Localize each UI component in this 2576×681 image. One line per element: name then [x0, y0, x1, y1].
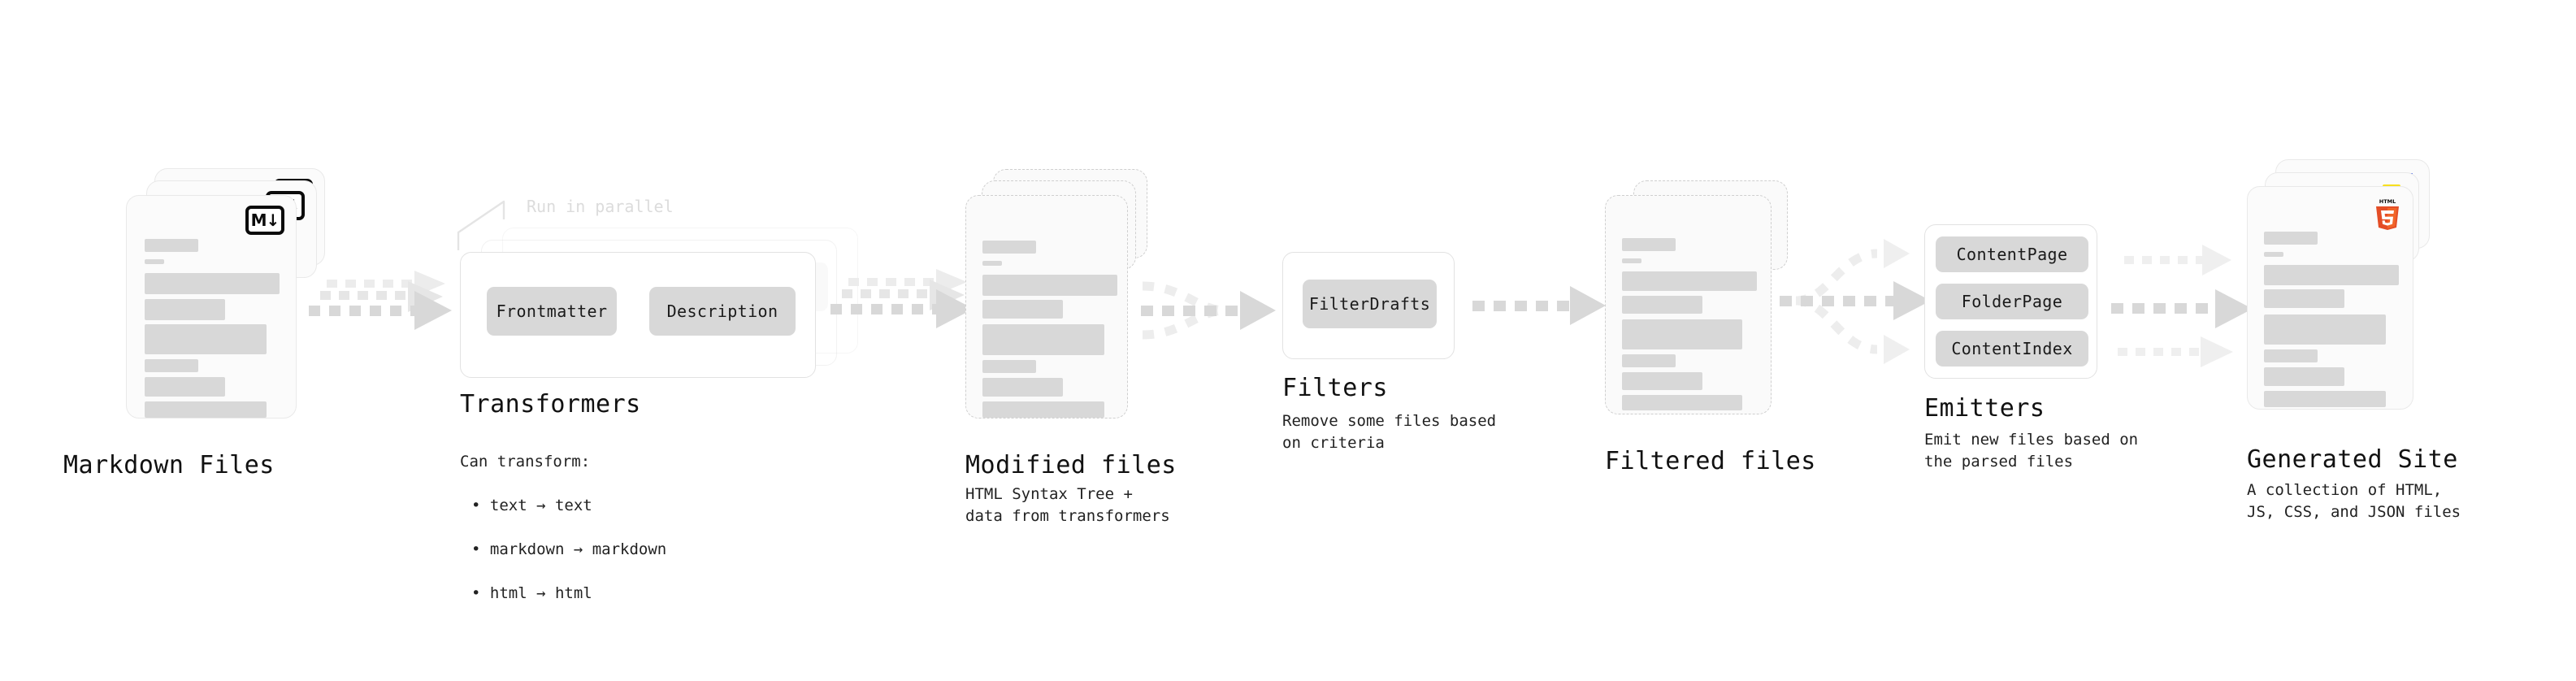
emitters-title: Emitters [1924, 394, 2045, 423]
doc-line [145, 239, 198, 252]
html5-icon: HTML [2374, 197, 2401, 231]
doc-line [145, 377, 225, 397]
modified-file-card-front[interactable] [965, 195, 1128, 419]
modified-files-subtitle: HTML Syntax Tree + data from transformer… [965, 485, 1170, 525]
markdown-files-title: Markdown Files [63, 451, 275, 479]
doc-line [982, 378, 1063, 397]
doc-line [1622, 238, 1676, 251]
emitter-chip-contentindex[interactable]: ContentIndex [1936, 331, 2088, 367]
doc-line [145, 259, 164, 264]
filters-title: Filters [1282, 374, 1388, 402]
run-in-parallel-bracket [457, 200, 505, 250]
doc-line [2264, 232, 2318, 245]
emitters-box[interactable]: ContentPage FolderPage ContentIndex [1924, 224, 2097, 379]
filtered-files-title: Filtered files [1605, 447, 1816, 475]
emitter-chip-contentpage[interactable]: ContentPage [1936, 236, 2088, 272]
doc-line [982, 275, 1117, 296]
doc-line [2264, 314, 2386, 345]
doc-line [982, 401, 1104, 418]
doc-line [145, 359, 198, 372]
doc-line [145, 401, 267, 418]
connector-modified-to-filters [1141, 281, 1276, 340]
transformers-subtitle-item: • html → html [471, 584, 592, 602]
connector-transformers-to-modified [830, 269, 974, 328]
doc-line [982, 360, 1036, 373]
modified-files-title: Modified files [965, 451, 1177, 479]
transformer-box-front[interactable]: Frontmatter Description [460, 252, 816, 378]
doc-line [1622, 296, 1702, 314]
filter-chip-filterdrafts[interactable]: FilterDrafts [1303, 280, 1437, 328]
connector-md-to-transformers [309, 271, 452, 330]
doc-line [2264, 367, 2344, 386]
connector-emitters-to-site [2111, 245, 2253, 367]
markdown-file-card-front[interactable]: M↓ [126, 195, 297, 419]
transformer-chip-description[interactable]: Description [649, 287, 796, 336]
transformers-subtitle-item: • text → text [471, 497, 592, 514]
doc-line [1622, 271, 1757, 291]
transformers-subtitle-intro: Can transform: [460, 453, 591, 471]
emitter-chip-folderpage[interactable]: FolderPage [1936, 284, 2088, 319]
doc-line [1622, 319, 1742, 349]
run-in-parallel-note: Run in parallel [527, 197, 674, 216]
connector-filtered-to-emitters [1780, 239, 1931, 364]
doc-line [1622, 354, 1676, 367]
doc-line [982, 324, 1104, 355]
doc-line [145, 299, 225, 320]
doc-line [2264, 252, 2283, 257]
doc-line [2264, 265, 2399, 285]
doc-line [1622, 372, 1702, 390]
filtered-file-card-front[interactable] [1605, 195, 1772, 414]
doc-line [145, 273, 280, 294]
transformers-title: Transformers [460, 390, 641, 419]
doc-line [982, 241, 1036, 254]
doc-line [1622, 258, 1641, 263]
generated-site-subtitle: A collection of HTML, JS, CSS, and JSON … [2247, 481, 2461, 521]
transformers-subtitle: Can transform: • text → text • markdown … [460, 429, 785, 627]
doc-line [145, 324, 267, 354]
doc-line [1622, 395, 1742, 410]
connector-filters-to-filtered [1472, 286, 1606, 325]
generated-site-title: Generated Site [2247, 445, 2458, 474]
transformers-subtitle-item: • markdown → markdown [471, 540, 667, 558]
filters-box[interactable]: FilterDrafts [1282, 252, 1455, 359]
doc-line [2264, 391, 2386, 407]
doc-line [982, 300, 1063, 319]
filters-subtitle: Remove some files based on criteria [1282, 412, 1497, 452]
generated-site-card-html[interactable]: HTML [2247, 186, 2413, 410]
markdown-icon: M↓ [245, 206, 284, 235]
svg-text:HTML: HTML [2379, 198, 2396, 205]
emitters-subtitle: Emit new files based on the parsed files [1924, 431, 2139, 471]
transformer-chip-frontmatter[interactable]: Frontmatter [487, 287, 617, 336]
doc-line [2264, 289, 2344, 308]
doc-line [982, 261, 1002, 266]
doc-line [2264, 349, 2318, 362]
